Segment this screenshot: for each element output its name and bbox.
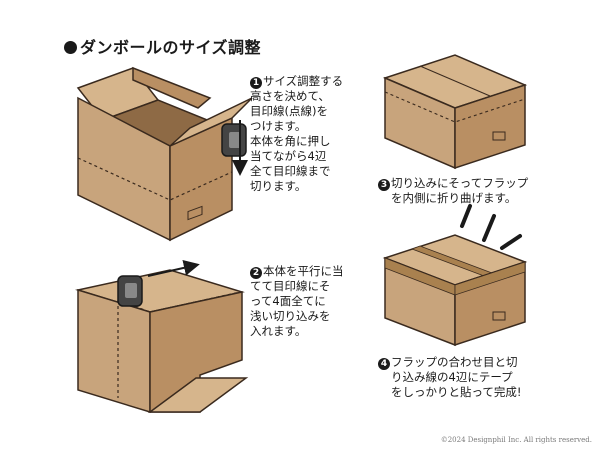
step-2-line-3: って4面全てに: [250, 294, 326, 308]
step-2-line-2: てて目印線にそ: [250, 279, 331, 293]
box3-top-seam: [419, 65, 491, 97]
cutter-tool-2-icon: [117, 275, 143, 307]
step-1-line-7: 全て目印線まで: [250, 164, 331, 178]
box4-tape-side: [454, 261, 526, 296]
copyright-text: ©2024 Designphil Inc. All rights reserve…: [440, 436, 592, 444]
step-4-line-2: り込み線の4辺にテープ: [391, 370, 513, 384]
step-3-line-2: を内側に折り曲げます。: [391, 191, 517, 205]
box1-back-flap: [132, 66, 212, 109]
box1-right-flap: [169, 97, 253, 147]
box-step1: [76, 66, 253, 242]
box1-handle-slot: [187, 205, 203, 221]
right-arrow-icon: [147, 259, 200, 277]
box-step3: [382, 54, 528, 170]
bullet-icon: [64, 41, 77, 54]
page-title-text: ダンボールのサイズ調整: [80, 38, 262, 57]
step-4-number: 4: [378, 358, 390, 370]
box3-handle-slot: [492, 131, 506, 141]
box4-handle-slot: [492, 311, 506, 321]
sparkle-line-2-icon: [482, 214, 496, 242]
step-2-line-5: 入れます。: [250, 324, 307, 338]
sparkle-line-3-icon: [500, 234, 522, 250]
box3-side: [454, 83, 526, 170]
step-2-line-4: 浅い切り込みを: [250, 309, 331, 323]
box1-dotted-line: [77, 157, 233, 201]
box2-bottom-flap: [147, 377, 249, 413]
step-1-line-3: 目印線(点線)を: [250, 104, 328, 118]
step-4-line-3: をしっかりと貼って完成!: [391, 385, 522, 399]
step-1-line-2: 高さを決めて、: [250, 89, 330, 103]
box-step4: [382, 204, 528, 347]
step-1-line-4: つけます。: [250, 119, 307, 133]
step-1-number: 1: [250, 77, 262, 89]
step-3-number: 3: [378, 179, 390, 191]
cutter-tool-icon: [221, 123, 247, 157]
step-1-line-8: 切ります。: [250, 179, 307, 193]
box3-fold-line: [384, 91, 526, 123]
step-1-line-5: 本体を角に押し: [250, 134, 331, 148]
page-title: ダンボールのサイズ調整: [64, 34, 261, 58]
box-step2: [75, 259, 249, 414]
step-2-number: 2: [250, 267, 262, 279]
step-1-line-6: 当てながら4辺: [250, 149, 327, 163]
sparkle-line-1-icon: [460, 204, 472, 228]
box2-front: [77, 288, 151, 414]
